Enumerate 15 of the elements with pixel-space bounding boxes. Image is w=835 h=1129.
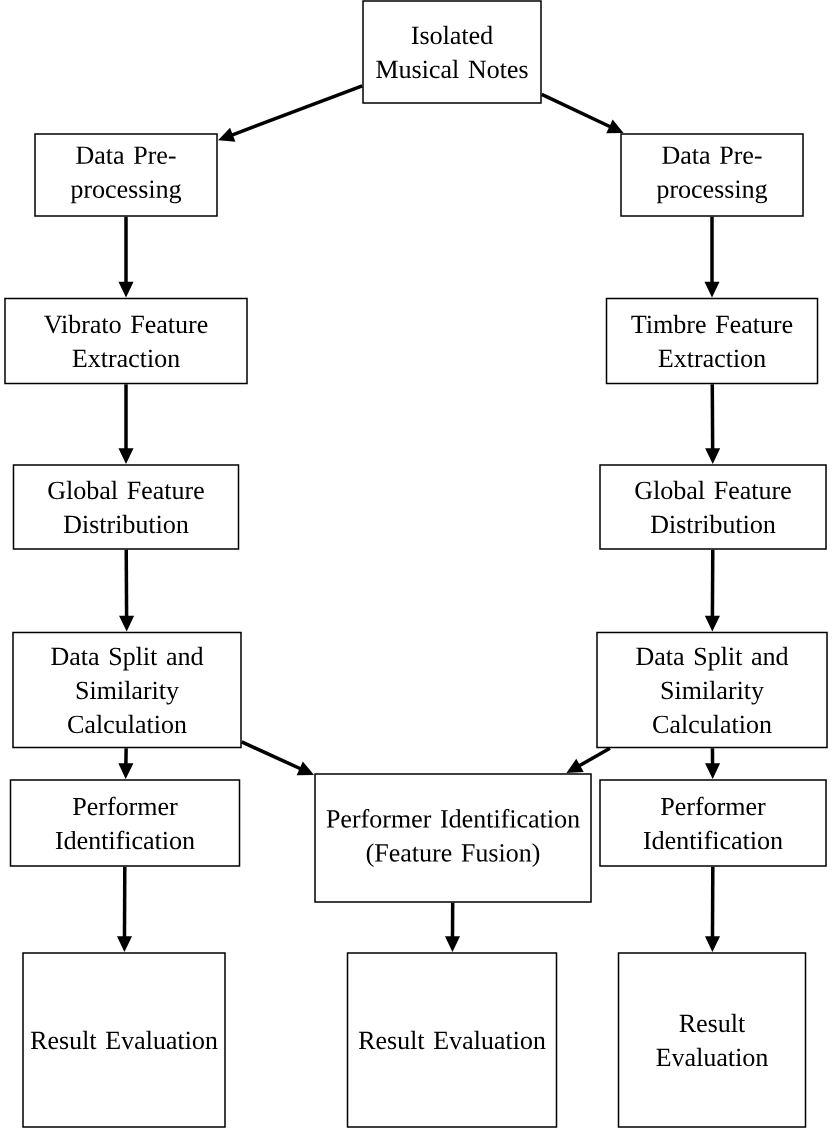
process-box: Isolated Musical Notes: [362, 0, 542, 104]
process-box: Data Split and Similarity Calculation: [596, 631, 828, 749]
process-box: Data Pre-processing: [34, 133, 218, 217]
process-box: Vibrato Feature Extraction: [4, 297, 248, 385]
process-box: Result Evaluation: [346, 952, 558, 1128]
process-box: Result Evaluation: [617, 952, 807, 1128]
process-box: Timbre Feature Extraction: [605, 297, 819, 385]
process-box: Performer Identification (Feature Fusion): [314, 773, 592, 903]
process-box: Global Feature Distribution: [12, 464, 240, 550]
process-box: Performer Identification: [599, 779, 827, 867]
process-box: Performer Identification: [9, 779, 241, 867]
process-box: Data Pre-processing: [620, 133, 804, 217]
process-box: Data Split and Similarity Calculation: [12, 631, 242, 749]
process-box: Global Feature Distribution: [599, 464, 827, 550]
process-box: Result Evaluation: [22, 952, 226, 1128]
